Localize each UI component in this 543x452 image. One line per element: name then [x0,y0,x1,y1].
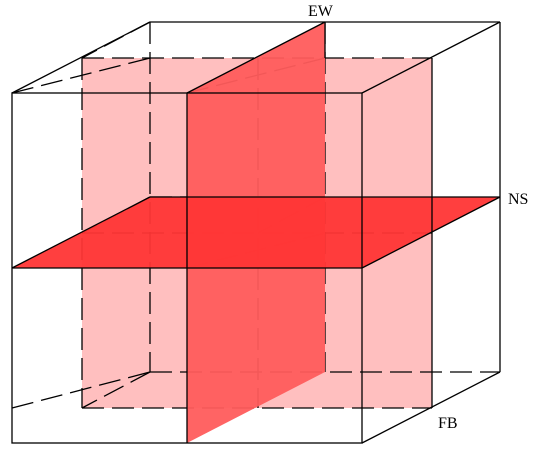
fb-label: FB [438,415,458,432]
visible-edges [11,21,501,444]
ns-label: NS [508,191,528,208]
ns-plane [12,197,500,268]
ew-label: EW [308,3,334,20]
